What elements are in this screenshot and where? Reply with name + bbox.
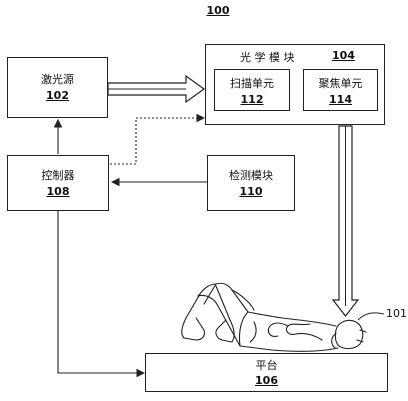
- detection-module-box: 检测模块 110: [207, 155, 295, 211]
- platform-label: 平台: [255, 359, 278, 372]
- optical-module-label: 光 学 模 块: [240, 51, 295, 64]
- platform-number: 106: [255, 374, 278, 387]
- controller-box: 控制器 108: [7, 155, 109, 211]
- patient-number: 101: [386, 307, 407, 320]
- laser-source-label: 激光源: [41, 73, 74, 86]
- platform-box: 平台 106: [145, 353, 388, 392]
- controller-number: 108: [46, 185, 70, 198]
- controller-label: 控制器: [41, 169, 75, 182]
- patient-leader-line: [357, 312, 385, 321]
- scan-unit-box: 扫描单元 112: [214, 69, 290, 111]
- detection-module-number: 110: [239, 185, 263, 198]
- scan-unit-number: 112: [240, 93, 264, 106]
- scan-unit-label: 扫描单元: [230, 77, 274, 90]
- detection-module-label: 检测模块: [229, 169, 273, 182]
- laser-source-box: 激光源 102: [7, 57, 108, 118]
- patient-figure: [181, 282, 367, 352]
- laser-source-number: 102: [46, 89, 69, 102]
- figure-number: 100: [206, 4, 230, 17]
- optical-module-box: 光 学 模 块 104 扫描单元 112 聚焦单元 114: [205, 44, 385, 125]
- optical-module-number: 104: [332, 49, 355, 62]
- controller-to-optical-line: [110, 113, 206, 165]
- focus-unit-label: 聚焦单元: [318, 77, 363, 90]
- focus-unit-number: 114: [329, 93, 352, 106]
- controller-to-platform-line: [57, 211, 146, 378]
- focus-unit-box: 聚焦单元 114: [303, 69, 378, 111]
